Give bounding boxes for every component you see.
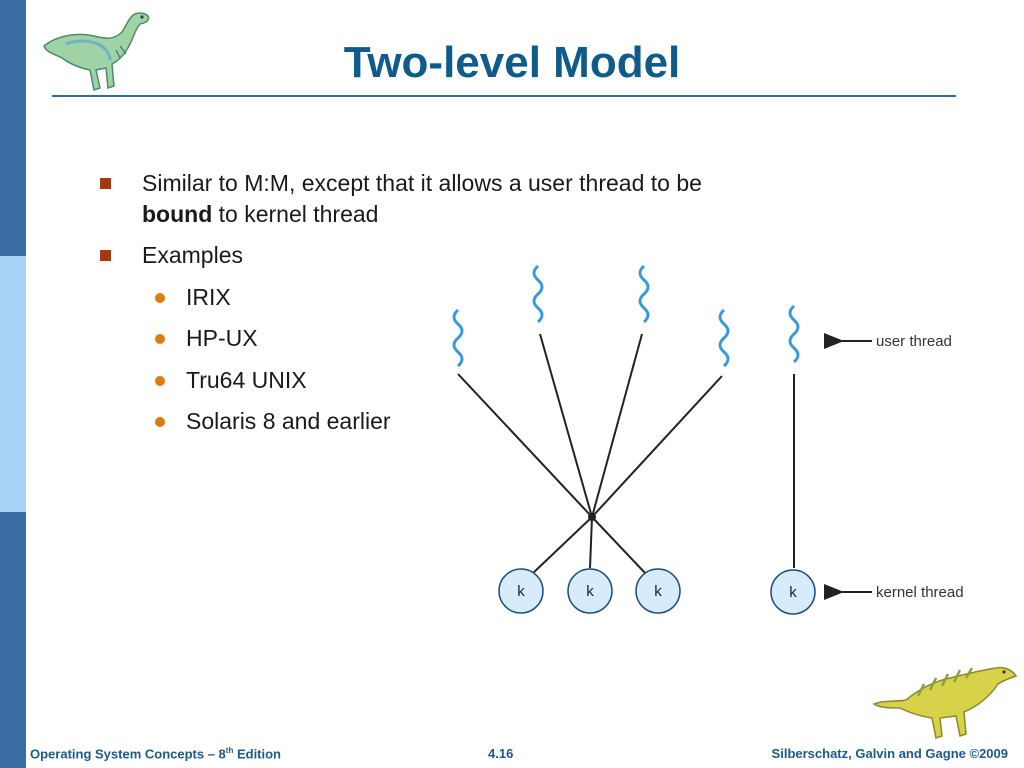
- bullet-dot-icon: [155, 376, 165, 386]
- example-item: Solaris 8 and earlier: [186, 408, 391, 434]
- bullet-2-text: Examples: [142, 242, 243, 268]
- sidebar-segment-bottom: [0, 512, 26, 768]
- kernel-thread-label: k: [789, 584, 797, 601]
- example-item: IRIX: [186, 284, 231, 310]
- mapping-line: [589, 516, 593, 569]
- dinosaur-logo-icon: [43, 12, 150, 91]
- bullet-1-line-1: Similar to M:M, except that it allows a …: [142, 170, 702, 196]
- example-item: Tru64 UNIX: [186, 367, 307, 393]
- user-thread-wave-1: [452, 308, 464, 368]
- bullet-1-bold-word: bound: [142, 201, 213, 227]
- kernel-thread: k: [567, 568, 613, 614]
- kernel-thread: k: [770, 569, 816, 615]
- footer-title-prefix: Operating System Concepts – 8: [30, 746, 226, 762]
- two-level-model-diagram: k k k k user thread kernel thread: [452, 264, 964, 615]
- user-thread-wave-4: [718, 308, 730, 368]
- sidebar-band: [0, 0, 26, 768]
- footer-title-superscript: th: [225, 746, 234, 755]
- kernel-thread: k: [498, 568, 544, 614]
- bullet-dot-icon: [155, 293, 165, 303]
- kernel-thread-label: k: [517, 583, 525, 600]
- bullet-1-rest: to kernel thread: [212, 201, 379, 227]
- bullet-dot-icon: [155, 334, 165, 344]
- mapping-line: [457, 373, 593, 518]
- example-item: HP-UX: [186, 325, 258, 351]
- mapping-line: [591, 375, 723, 518]
- bullet-1-line-2: bound to kernel thread: [142, 199, 378, 230]
- user-thread-wave-5: [788, 304, 800, 364]
- mapping-line: [591, 516, 647, 575]
- bullet-square-icon: [100, 178, 111, 189]
- user-thread-wave-3: [638, 264, 650, 324]
- sidebar-segment-middle: [0, 256, 26, 512]
- kernel-thread: k: [635, 568, 681, 614]
- kernel-thread-label-text: kernel thread: [876, 584, 964, 601]
- sidebar-segment-top: [0, 0, 26, 256]
- kernel-thread-label: k: [586, 583, 594, 600]
- dinosaur-logo-icon: [872, 666, 1018, 739]
- footer-course-title: Operating System Concepts – 8th Edition: [30, 746, 281, 761]
- mapping-line: [539, 333, 593, 518]
- user-thread-wave-2: [532, 264, 544, 324]
- bullet-square-icon: [100, 250, 111, 261]
- user-thread-label: user thread: [876, 333, 952, 350]
- footer-title-suffix: Edition: [233, 746, 282, 762]
- mapping-line: [531, 516, 593, 575]
- footer-page-number: 4.16: [488, 746, 514, 761]
- mapping-line: [591, 333, 643, 518]
- bullet-dot-icon: [155, 417, 165, 427]
- footer-copyright: Silberschatz, Galvin and Gagne ©2009: [771, 746, 1008, 761]
- slide-title: Two-level Model: [343, 38, 681, 87]
- kernel-thread-label: k: [654, 583, 662, 600]
- title-divider: [52, 95, 956, 97]
